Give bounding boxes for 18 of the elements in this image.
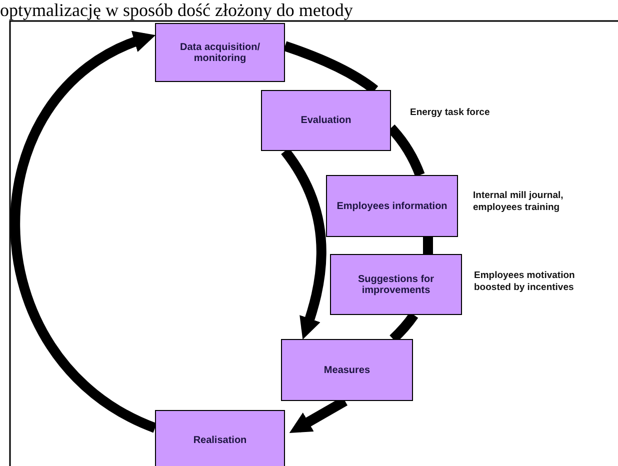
box-label: Suggestions for improvements	[356, 274, 436, 296]
curved-connector	[423, 237, 433, 254]
side-note: Internal mill journal, employees training	[473, 190, 564, 214]
box-label: Realisation	[193, 434, 247, 446]
process-box	[281, 339, 413, 401]
process-box	[261, 90, 391, 151]
page-text: optymalizację w sposób dość złożony do metody	[0, 0, 353, 20]
process-box	[155, 23, 285, 82]
process-box	[155, 410, 285, 466]
process-box	[326, 175, 458, 237]
side-note: Employees motivation boosted by incentives	[474, 270, 576, 294]
curved-arrow	[10, 32, 158, 432]
box-label: Data acquisition/ monitoring	[178, 42, 261, 64]
side-note: Energy task force	[410, 107, 491, 119]
process-box	[330, 254, 462, 315]
box-label: Measures	[324, 364, 370, 376]
box-label: Evaluation	[300, 115, 352, 126]
box-label: Employees information	[336, 200, 448, 212]
